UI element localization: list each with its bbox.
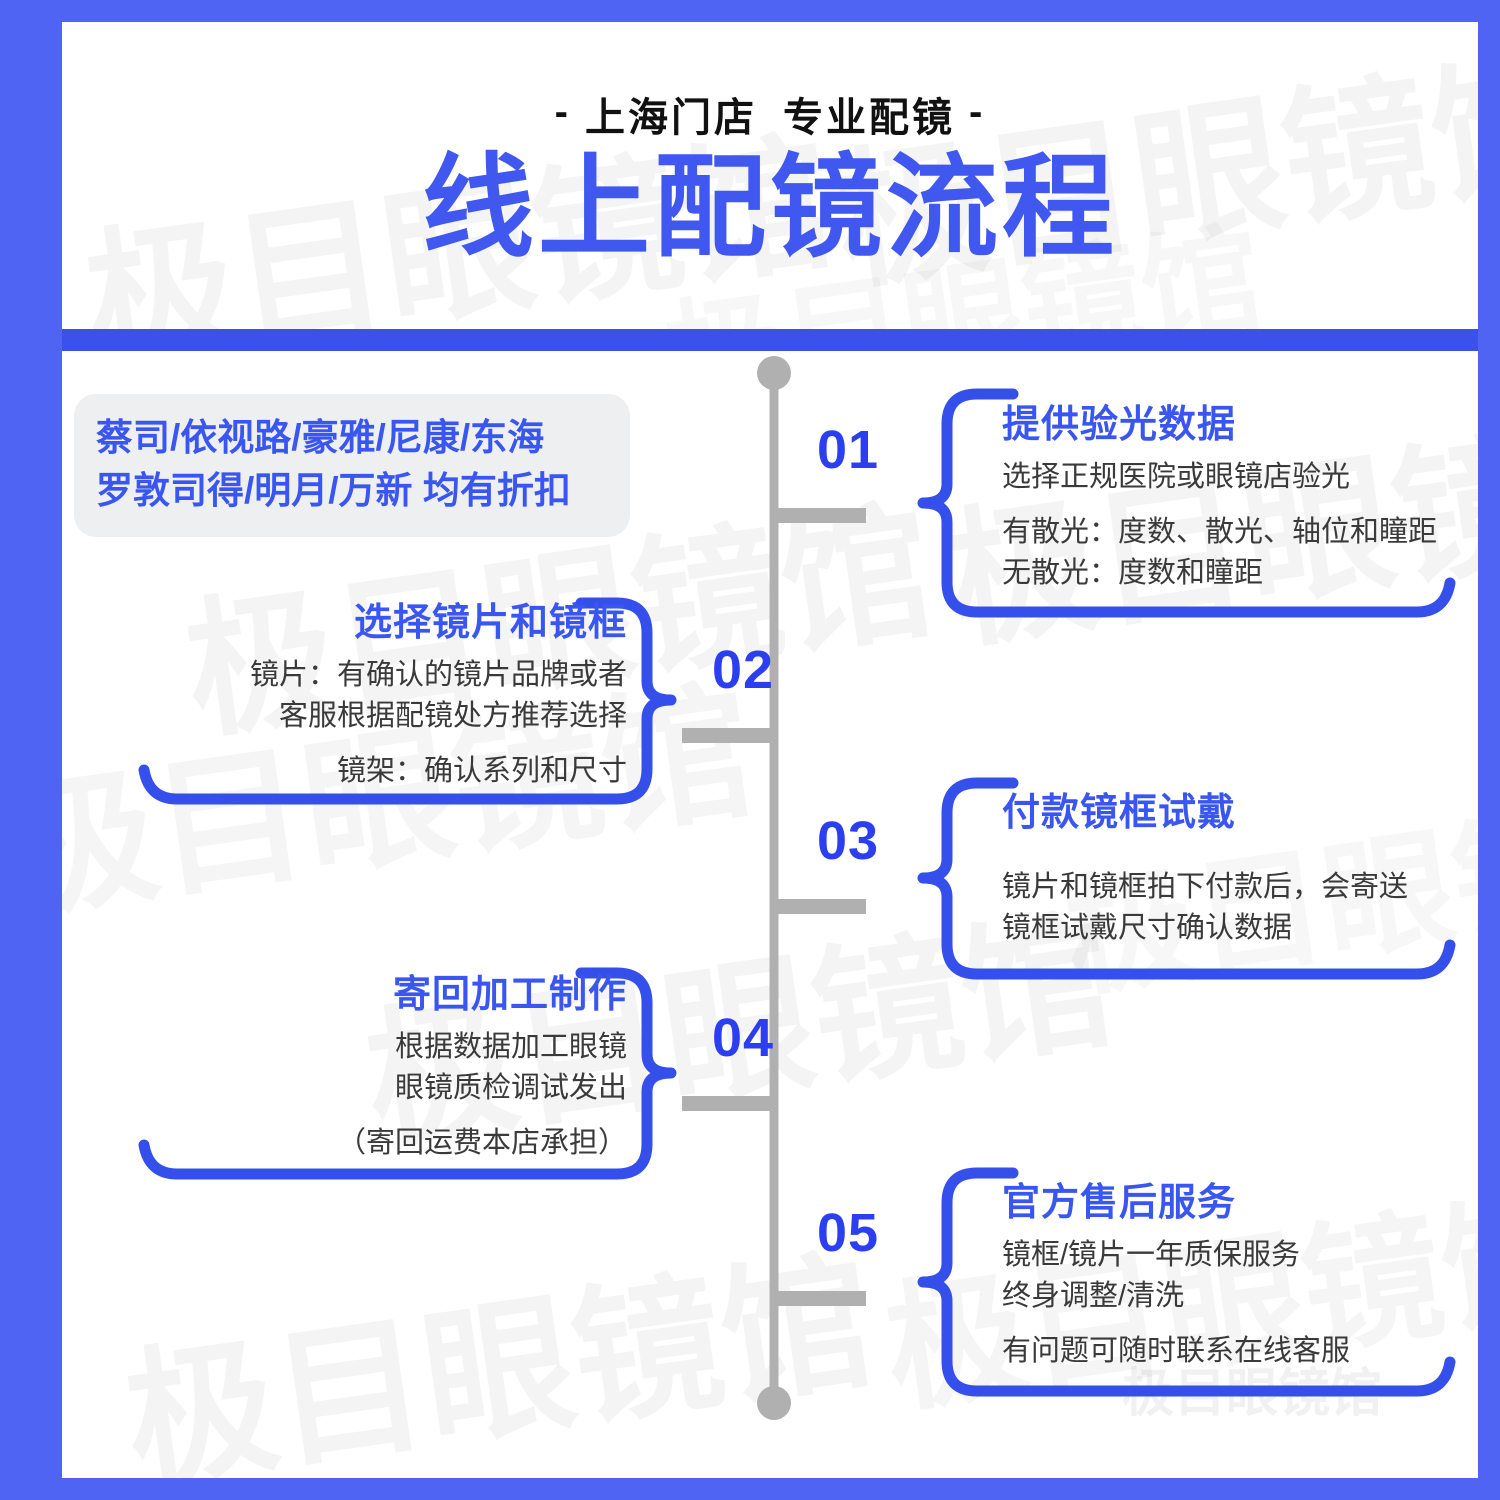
step-01: 01 提供验光数据 选择正规医院或眼镜店验光 有散光：度数、散光、轴位和瞳距 无… (62, 351, 1478, 1478)
dash-left-icon: - (554, 89, 571, 134)
subtitle-part-1: 上海门店 (585, 95, 757, 140)
step-01-text: 提供验光数据 选择正规医院或眼镜店验光 有散光：度数、散光、轴位和瞳距 无散光：… (1002, 403, 1437, 594)
page-title: 线上配镜流程 (422, 144, 1118, 270)
header-divider (62, 329, 1478, 351)
step-number-03: 03 (817, 811, 880, 871)
step-02-line-2: 客服根据配镜处方推荐选择 (278, 699, 627, 732)
step-04-line-1: 根据数据加工眼镜 (394, 1030, 627, 1063)
step-03-title: 付款镜框试戴 (1002, 792, 1237, 834)
step-03-line-1: 镜片和镜框拍下付款后，会寄送 (1002, 870, 1409, 903)
step-01-line-3: 无散光：度数和瞳距 (1002, 556, 1264, 589)
step-number-04: 04 (712, 1008, 775, 1068)
brand-discount-tag: 蔡司/依视路/豪雅/尼康/东海 罗敦司得/明月/万新 均有折扣 (74, 394, 630, 538)
step-04-text: 寄回加工制作 根据数据加工眼镜 眼镜质检调试发出 （寄回运费本店承担） (172, 973, 627, 1164)
step-03: 03 付款镜框试戴 镜片和镜框拍下付款后，会寄送 镜框试戴尺寸确认数据 (62, 351, 1478, 1478)
step-01-line-1: 选择正规医院或眼镜店验光 (1002, 460, 1351, 493)
step-02-line-3: 镜架：确认系列和尺寸 (336, 754, 627, 787)
step-04-title: 寄回加工制作 (392, 974, 627, 1016)
step-05-text: 官方售后服务 镜框/镜片一年质保服务 终身调整/清洗 有问题可随时联系在线客服 (1002, 1181, 1350, 1372)
header-subtitle: -上海门店专业配镜- (541, 85, 1000, 143)
step-02-line-1: 镜片：有确认的镜片品牌或者 (249, 658, 627, 691)
step-02-title: 选择镜片和镜框 (353, 602, 627, 644)
brand-tag-line-2: 罗敦司得/明月/万新 均有折扣 (96, 469, 571, 511)
step-number-05: 05 (817, 1203, 880, 1263)
step-05-line-2: 终身调整/清洗 (1002, 1279, 1185, 1312)
step-04: 04 寄回加工制作 根据数据加工眼镜 眼镜质检调试发出 （寄回运费本店承担） (62, 351, 1478, 1478)
step-01-title: 提供验光数据 (1002, 404, 1237, 446)
brace-02 (122, 596, 677, 806)
step-04-line-3: （寄回运费本店承担） (336, 1126, 627, 1159)
step-05: 05 官方售后服务 镜框/镜片一年质保服务 终身调整/清洗 有问题可随时联系在线… (62, 351, 1478, 1478)
brace-05 (917, 1166, 1472, 1398)
brand-tag-line-1: 蔡司/依视路/豪雅/尼康/东海 (96, 417, 545, 458)
step-04-line-2: 眼镜质检调试发出 (394, 1071, 627, 1104)
step-05-line-1: 镜框/镜片一年质保服务 (1002, 1238, 1301, 1271)
step-02: 02 选择镜片和镜框 镜片：有确认的镜片品牌或者 客服根据配镜处方推荐选择 镜架… (62, 351, 1478, 1478)
step-02-text: 选择镜片和镜框 镜片：有确认的镜片品牌或者 客服根据配镜处方推荐选择 镜架：确认… (172, 601, 627, 792)
dash-right-icon: - (969, 89, 986, 134)
step-05-line-3: 有问题可随时联系在线客服 (1002, 1334, 1351, 1367)
subtitle-part-2: 专业配镜 (783, 95, 955, 140)
step-03-text: 付款镜框试戴 镜片和镜框拍下付款后，会寄送 镜框试戴尺寸确认数据 (1002, 791, 1408, 949)
step-01-line-2: 有散光：度数、散光、轴位和瞳距 (1002, 515, 1438, 548)
header-content: -上海门店专业配镜- 线上配镜流程 (62, 22, 1478, 329)
step-number-02: 02 (712, 640, 775, 700)
brace-04 (122, 966, 677, 1181)
brace-01 (917, 387, 1472, 619)
brace-03 (917, 776, 1472, 981)
body-panel: 极目眼镜馆极目眼镜馆极目眼镜馆极目眼镜馆极目眼镜馆极目眼镜馆极目眼镜馆极目眼镜馆… (62, 351, 1478, 1478)
step-number-01: 01 (817, 420, 880, 480)
step-05-title: 官方售后服务 (1002, 1182, 1237, 1224)
step-03-line-2: 镜框试戴尺寸确认数据 (1002, 911, 1293, 944)
